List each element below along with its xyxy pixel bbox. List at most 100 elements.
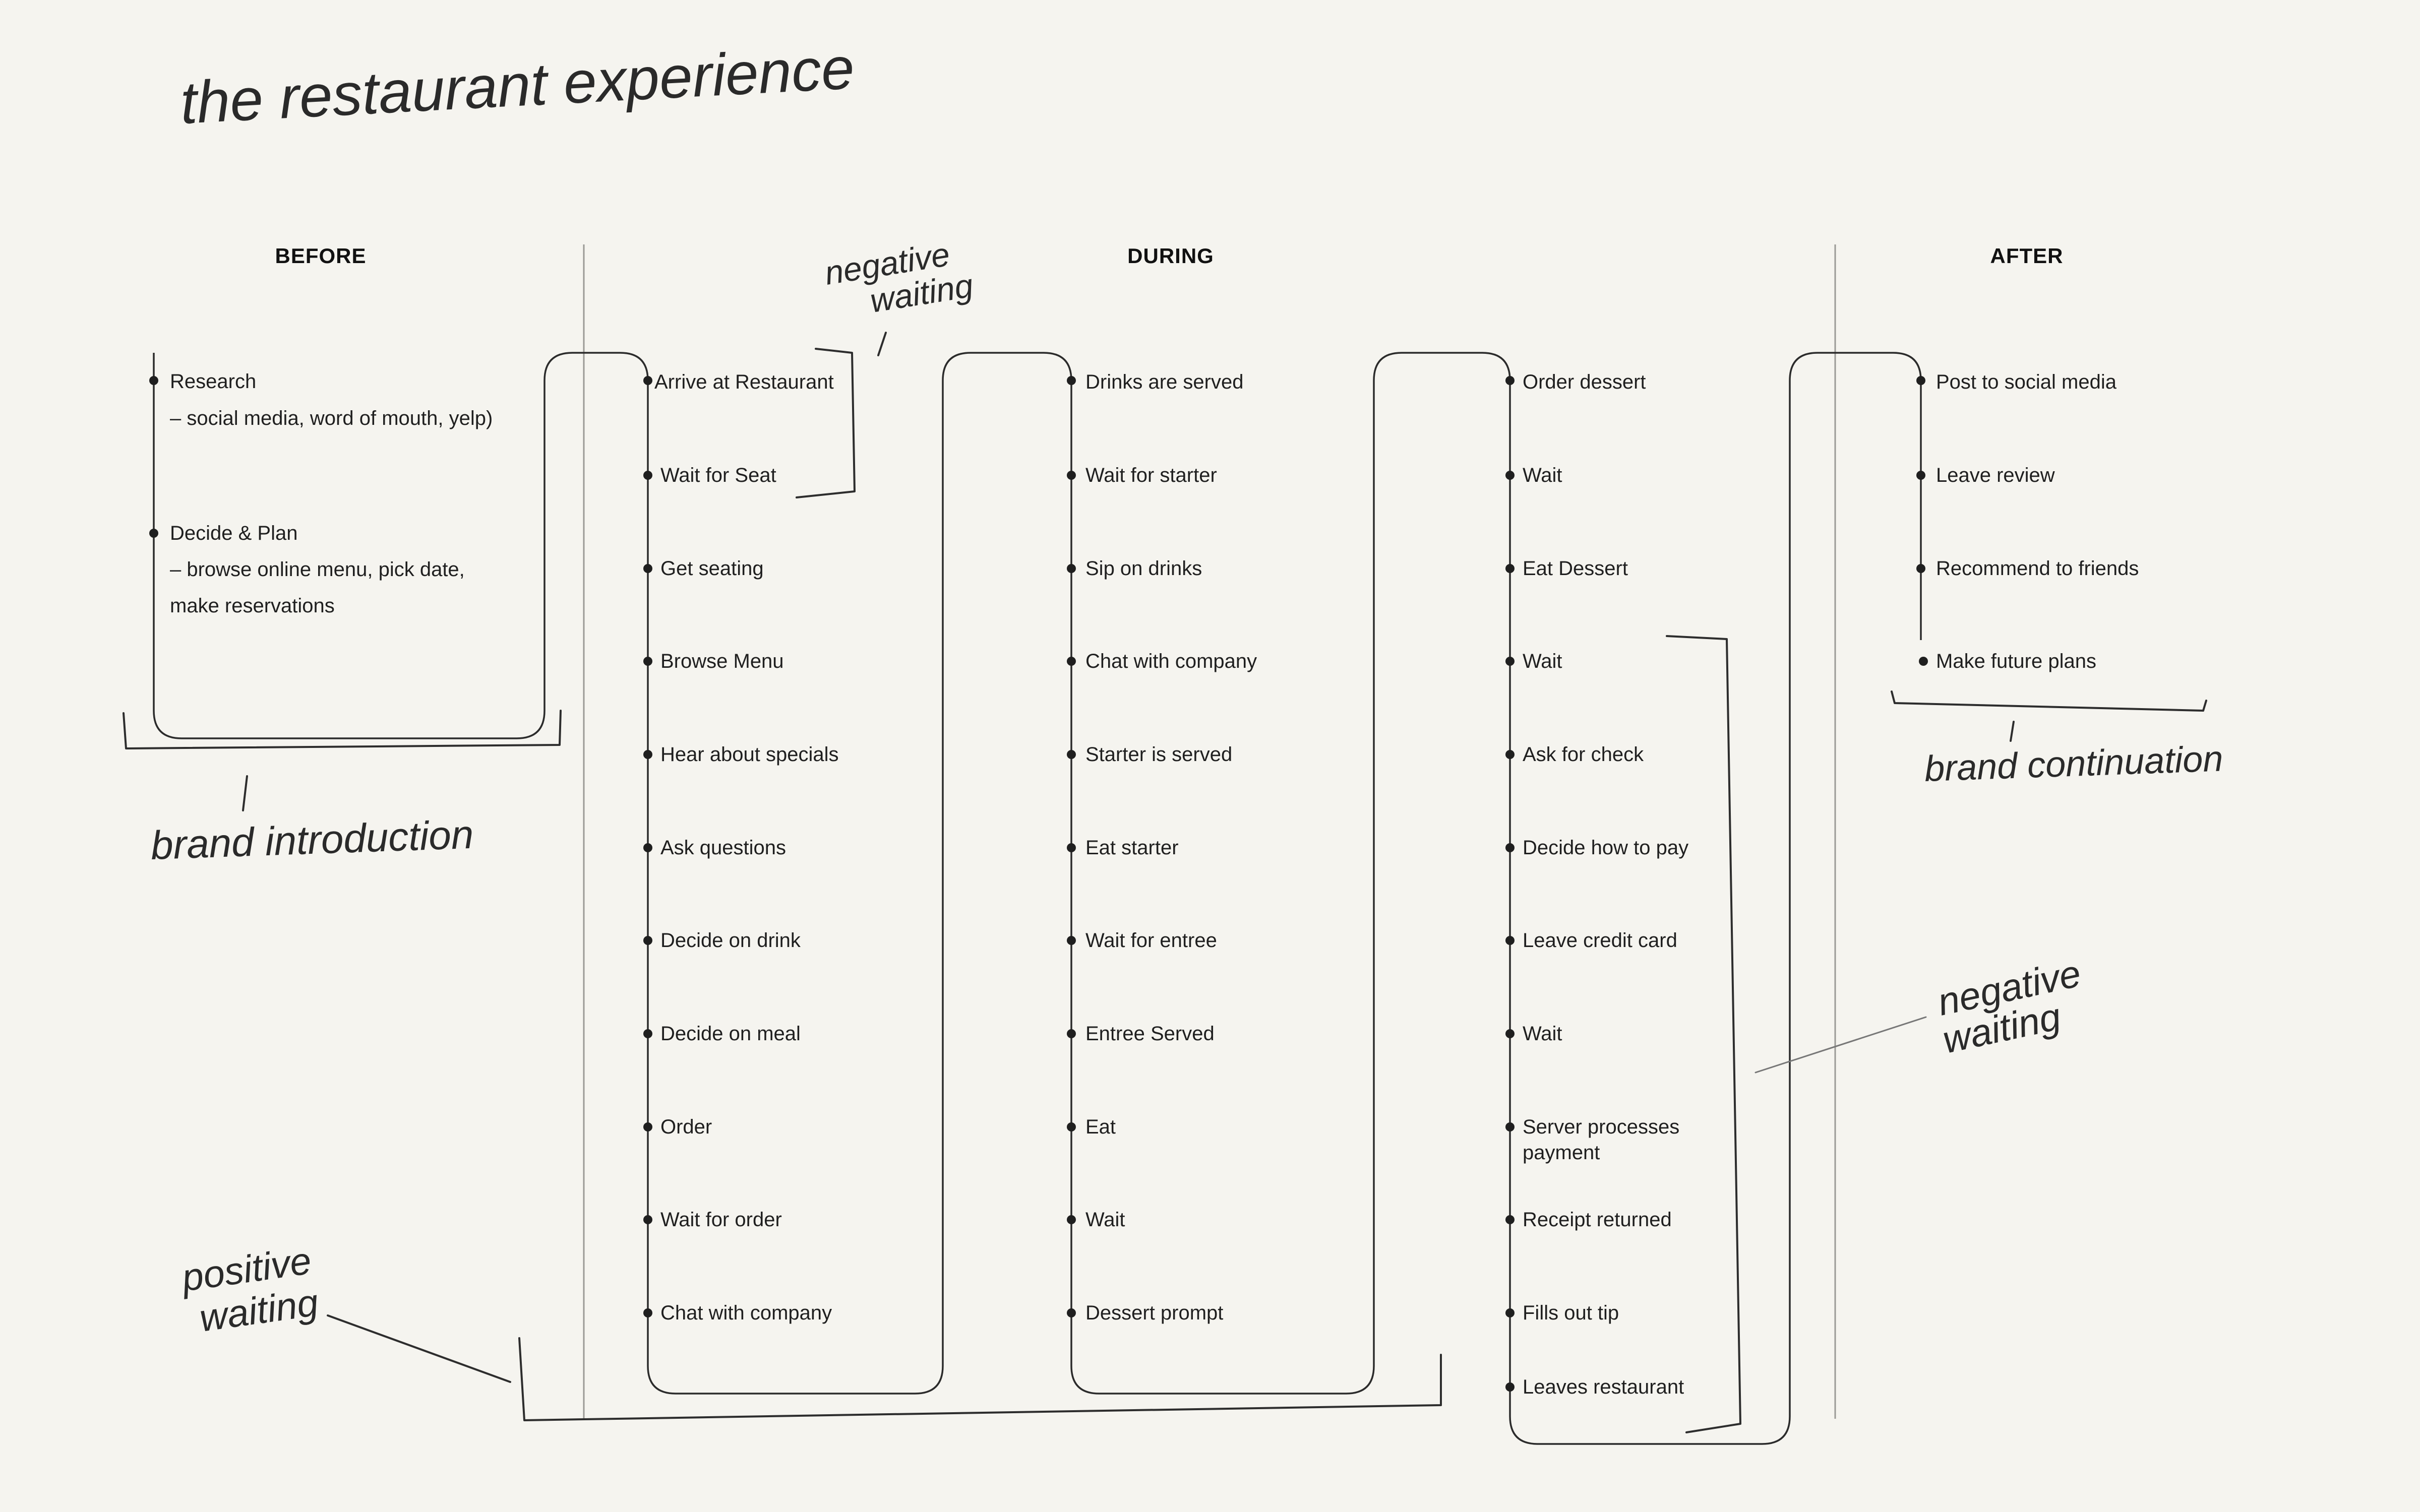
brand-continuation-bracket (1891, 690, 2207, 712)
step-wait-3: Wait (1523, 650, 1562, 672)
step-leave-review: Leave review (1936, 464, 2055, 486)
step-decide-plan-detail-1: – browse online menu, pick date, (170, 558, 465, 581)
step-dot-33 (1505, 1308, 1515, 1317)
step-decide-on-meal: Decide on meal (660, 1023, 801, 1045)
step-dot-7 (643, 936, 652, 945)
step-eat-starter: Eat starter (1085, 837, 1179, 859)
step-dot-24 (1505, 471, 1515, 480)
negative-waiting-top-bracket (796, 348, 856, 498)
step-eat-dessert: Eat Dessert (1523, 557, 1628, 580)
annotation-brand-continuation: brand continuation (1924, 738, 2224, 789)
step-dot-15 (1067, 657, 1076, 666)
step-wait-for-starter: Wait for starter (1085, 464, 1217, 486)
step-dot-4 (643, 657, 652, 666)
step-dot-11 (643, 1308, 652, 1317)
step-dot-32 (1505, 1215, 1515, 1224)
step-dot-decide-plan (149, 529, 158, 538)
column-during-2: Drinks are served Wait for starter Sip o… (1067, 371, 1257, 1324)
column-during-1: Arrive at Restaurant Wait for Seat Get s… (643, 371, 839, 1324)
step-wait-for-seat: Wait for Seat (660, 464, 776, 486)
step-dot-31 (1505, 1122, 1515, 1131)
step-dot-17 (1067, 843, 1076, 852)
step-hear-about-specials: Hear about specials (660, 743, 839, 766)
positive-waiting-bracket (518, 1337, 1442, 1421)
step-ask-for-check: Ask for check (1523, 743, 1644, 766)
step-dot-21 (1067, 1215, 1076, 1224)
negative-waiting-right-pointer (1754, 1016, 1927, 1074)
step-dot-27 (1505, 750, 1515, 759)
step-wait-4: Wait (1523, 1023, 1562, 1045)
phase-label-during: DURING (1127, 244, 1214, 268)
step-server-processes: Server processes (1523, 1116, 1679, 1138)
step-order: Order (660, 1116, 712, 1138)
step-dot-3 (643, 564, 652, 573)
step-chat-with-company-1: Chat with company (660, 1302, 832, 1324)
positive-waiting-pointer (327, 1314, 511, 1383)
negative-waiting-top-pointer (877, 332, 887, 356)
step-make-future-plans: Make future plans (1936, 650, 2096, 672)
step-dot-25 (1505, 564, 1515, 573)
step-browse-menu: Browse Menu (660, 650, 784, 672)
step-dot-16 (1067, 750, 1076, 759)
column-before: Research – social media, word of mouth, … (149, 370, 493, 617)
step-eat: Eat (1085, 1116, 1116, 1138)
step-dot-1 (643, 376, 652, 385)
step-wait-2: Wait (1523, 464, 1562, 486)
step-leave-credit-card: Leave credit card (1523, 929, 1677, 952)
step-receipt-returned: Receipt returned (1523, 1209, 1672, 1231)
step-dot-23 (1505, 376, 1515, 385)
step-dot-22 (1067, 1308, 1076, 1317)
phase-label-before: BEFORE (275, 244, 366, 268)
step-wait-1: Wait (1085, 1209, 1125, 1231)
step-dot-18 (1067, 936, 1076, 945)
step-dot-9 (643, 1122, 652, 1131)
step-dot-research (149, 376, 158, 385)
step-decide-plan: Decide & Plan (170, 522, 297, 544)
step-ask-questions: Ask questions (660, 837, 786, 859)
step-dot-29 (1505, 936, 1515, 945)
step-dot-14 (1067, 564, 1076, 573)
step-decide-on-drink: Decide on drink (660, 929, 801, 952)
annotation-brackets (123, 332, 2207, 1433)
step-order-dessert: Order dessert (1523, 371, 1646, 393)
step-drinks-are-served: Drinks are served (1085, 371, 1243, 393)
column-during-3: Order dessert Wait Eat Dessert Wait Ask … (1505, 371, 1688, 1398)
step-wait-for-order: Wait for order (660, 1209, 782, 1231)
step-recommend-to-friends: Recommend to friends (1936, 557, 2139, 580)
step-dot-2 (643, 471, 652, 480)
brand-introduction-bracket (123, 710, 562, 749)
negative-waiting-right-bracket (1666, 635, 1741, 1433)
journey-path (153, 352, 1922, 1445)
step-get-seating: Get seating (660, 557, 764, 580)
step-chat-with-company-2: Chat with company (1085, 650, 1257, 672)
step-post-to-social-media: Post to social media (1936, 371, 2117, 393)
step-leaves-restaurant: Leaves restaurant (1523, 1376, 1684, 1398)
step-arrive-at-restaurant: Arrive at Restaurant (654, 371, 834, 393)
step-dot-5 (643, 750, 652, 759)
step-dot-35 (1916, 376, 1925, 385)
step-dot-28 (1505, 843, 1515, 852)
step-dot-19 (1067, 1029, 1076, 1038)
brand-introduction-pointer (242, 775, 248, 811)
step-dot-20 (1067, 1122, 1076, 1131)
step-dot-13 (1067, 471, 1076, 480)
step-fills-out-tip: Fills out tip (1523, 1302, 1619, 1324)
step-dot-8 (643, 1029, 652, 1038)
phase-label-after: AFTER (1990, 244, 2064, 268)
step-starter-is-served: Starter is served (1085, 743, 1232, 766)
column-after: Post to social media Leave review Recomm… (1916, 371, 2139, 672)
step-decide-how-to-pay: Decide how to pay (1523, 837, 1688, 859)
step-dot-12 (1067, 376, 1076, 385)
step-sip-on-drinks: Sip on drinks (1085, 557, 1202, 580)
step-dot-34 (1505, 1382, 1515, 1392)
step-dot-6 (643, 843, 652, 852)
annotation-brand-introduction: brand introduction (150, 812, 474, 868)
step-wait-for-entree: Wait for entree (1085, 929, 1217, 952)
step-dot-36 (1916, 471, 1925, 480)
step-decide-plan-detail-2: make reservations (170, 595, 335, 617)
step-dot-26 (1505, 657, 1515, 666)
step-dot-10 (643, 1215, 652, 1224)
step-dessert-prompt: Dessert prompt (1085, 1302, 1223, 1324)
brand-continuation-pointer (2010, 721, 2015, 742)
